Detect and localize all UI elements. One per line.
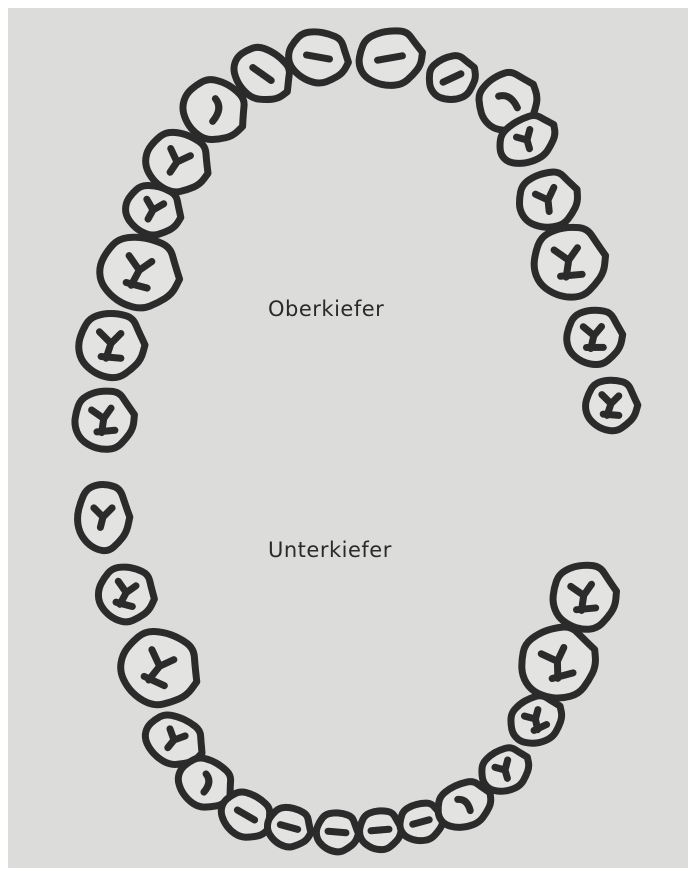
upper-jaw-arch	[70, 26, 638, 454]
lower-tooth-molar	[548, 560, 622, 634]
lower-tooth-premolar	[78, 485, 130, 551]
upper-tooth-incisor	[422, 49, 484, 108]
upper-tooth-molar	[79, 313, 145, 377]
upper-tooth-molar	[564, 308, 625, 367]
lower-tooth-incisor	[315, 811, 360, 853]
lower-jaw-label: Unterkiefer	[268, 538, 392, 562]
upper-tooth-molar	[528, 222, 611, 303]
lower-tooth-fissure	[413, 820, 430, 824]
upper-jaw-label: Oberkiefer	[268, 297, 384, 321]
upper-tooth-fissure	[306, 55, 329, 59]
lower-tooth-incisor	[358, 809, 403, 851]
lower-tooth-molar	[111, 622, 209, 716]
upper-tooth-molar	[94, 231, 185, 314]
upper-tooth-molar	[586, 380, 638, 431]
lower-tooth-fissure	[328, 831, 346, 833]
upper-tooth-fissure	[378, 56, 403, 60]
upper-tooth-incisor	[285, 27, 353, 87]
upper-tooth-incisor	[355, 26, 428, 91]
lower-tooth-fissure	[371, 829, 389, 831]
lower-tooth-fissure	[280, 825, 297, 830]
lower-tooth-molar	[94, 563, 159, 626]
upper-tooth-molar	[70, 386, 139, 454]
